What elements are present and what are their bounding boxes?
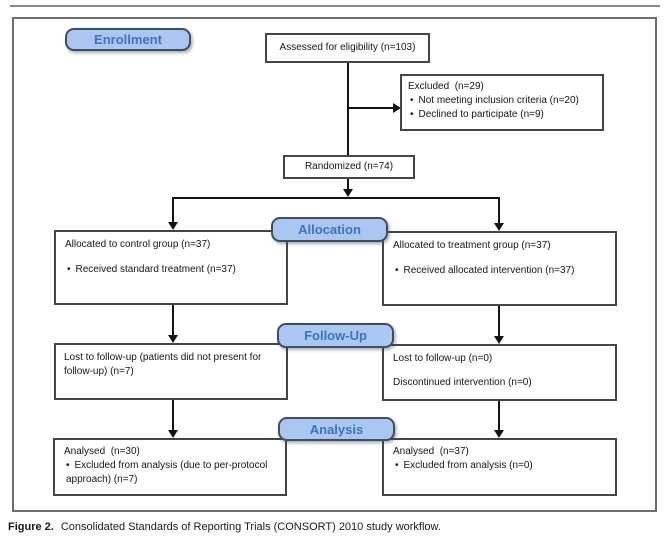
connector-split-to-treatment: [498, 197, 500, 224]
connector-to-excluded: [348, 107, 394, 109]
stage-label-follow-up: Follow-Up: [277, 323, 394, 348]
allocated-treatment-title: Allocated to treatment group (n=37): [393, 240, 551, 251]
connector-split-to-control: [172, 197, 174, 223]
connector-randomized-stub: [347, 179, 349, 191]
box-assessed-eligibility: Assessed for eligibility (n=103): [265, 33, 430, 63]
arrow-down-icon: [494, 336, 504, 344]
allocated-control-item: • Received standard treatment (n=37): [65, 263, 277, 277]
arrow-down-icon: [343, 189, 353, 197]
box-allocated-treatment: Allocated to treatment group (n=37) • Rec…: [382, 231, 617, 306]
bullet-marker: •: [410, 109, 414, 120]
box-analysed-treatment: Analysed (n=37) • Excluded from analysis …: [382, 438, 617, 496]
box-allocated-control: Allocated to control group (n=37) • Recei…: [54, 230, 288, 305]
box-lost-followup-control: Lost to follow-up (patients did not pres…: [54, 343, 288, 400]
excluded-title: Excluded (n=29): [408, 81, 484, 92]
analysed-control-title: Analysed (n=30): [64, 446, 140, 457]
arrow-down-icon: [168, 222, 178, 230]
connector-assessed-to-randomized: [347, 63, 349, 156]
connector-control-to-followup: [172, 305, 174, 336]
connector-split-horizontal: [172, 197, 500, 199]
connector-control-to-analysis: [172, 400, 174, 431]
stage-label-analysis: Analysis: [278, 417, 395, 441]
stage-label-enrollment: Enrollment: [65, 28, 191, 51]
connector-treatment-to-followup: [498, 306, 500, 337]
box-excluded: Excluded (n=29) • Not meeting inclusion c…: [400, 74, 604, 131]
figure-caption-label: Figure 2.: [8, 521, 54, 533]
arrow-down-icon: [494, 223, 504, 231]
bullet-marker: •: [395, 265, 399, 276]
figure-caption: Figure 2. Consolidated Standards of Repor…: [8, 521, 663, 533]
page-top-rule: [10, 5, 660, 7]
box-lost-followup-treatment: Lost to follow-up (n=0) Discontinued int…: [382, 344, 617, 401]
box-analysed-control: Analysed (n=30) •Excluded from analysis …: [53, 438, 287, 496]
analysed-treatment-item-text: Excluded from analysis (n=0): [403, 460, 533, 471]
excluded-item: • Declined to participate (n=9): [408, 108, 596, 122]
arrow-right-icon: [393, 103, 401, 113]
arrow-down-icon: [494, 430, 504, 438]
allocated-control-title: Allocated to control group (n=37): [65, 239, 211, 250]
allocated-treatment-item: • Received allocated intervention (n=37): [393, 264, 606, 278]
excluded-item-text: Not meeting inclusion criteria (n=20): [418, 95, 579, 106]
connector-treatment-to-analysis: [498, 401, 500, 431]
lost-followup-control-text: Lost to follow-up (patients did not pres…: [64, 352, 262, 377]
lost-followup-treatment-line: Lost to follow-up (n=0): [393, 353, 493, 364]
bullet-marker: •: [67, 264, 71, 275]
analysed-control-item: •Excluded from analysis (due to per-prot…: [64, 459, 276, 487]
excluded-item: • Not meeting inclusion criteria (n=20): [408, 94, 596, 108]
allocated-treatment-item-text: Received allocated intervention (n=37): [403, 265, 575, 276]
discontinued-intervention-line: Discontinued intervention (n=0): [393, 377, 532, 388]
allocated-control-item-text: Received standard treatment (n=37): [75, 264, 236, 275]
analysed-treatment-item: • Excluded from analysis (n=0): [393, 459, 606, 473]
analysed-treatment-title: Analysed (n=37): [393, 446, 469, 457]
bullet-marker: •: [410, 95, 414, 106]
bullet-marker: •: [395, 460, 399, 471]
analysed-control-item-text: Excluded from analysis (due to per-proto…: [66, 460, 268, 485]
bullet-marker: •: [66, 460, 70, 471]
figure-caption-text: Consolidated Standards of Reporting Tria…: [60, 521, 441, 533]
arrow-down-icon: [168, 430, 178, 438]
arrow-down-icon: [168, 335, 178, 343]
box-randomized: Randomized (n=74): [283, 155, 415, 179]
stage-label-allocation: Allocation: [271, 217, 388, 242]
excluded-item-text: Declined to participate (n=9): [418, 109, 544, 120]
